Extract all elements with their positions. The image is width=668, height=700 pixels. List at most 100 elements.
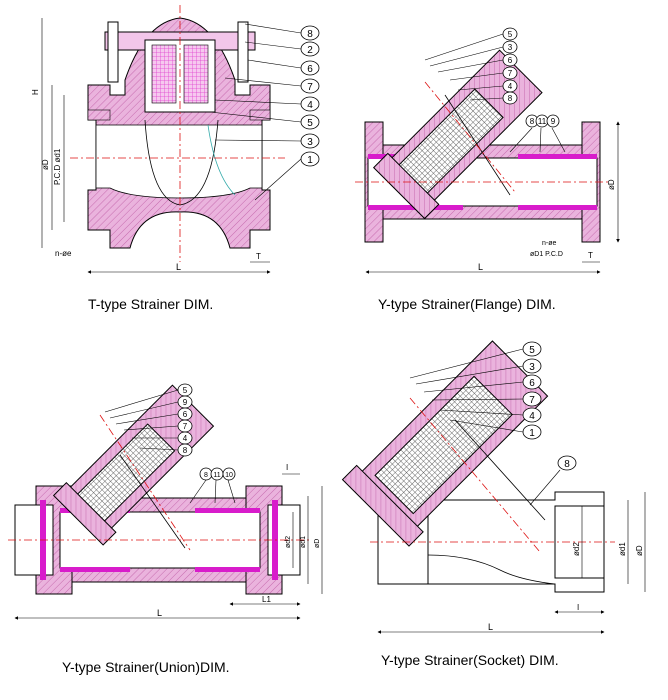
caption-y-socket: Y-type Strainer(Socket) DIM.: [381, 652, 559, 668]
t-type-dim-pcd: P.C.D ød1: [53, 148, 62, 185]
callout-balloon: 5: [177, 383, 193, 397]
svg-text:6: 6: [183, 410, 188, 419]
svg-text:6: 6: [307, 64, 313, 75]
svg-text:9: 9: [551, 117, 556, 126]
y-flange-drawing: øD n-øe øD1 P.C.D L T: [355, 33, 620, 274]
callout-balloon: 8: [502, 91, 518, 105]
svg-text:1: 1: [529, 428, 535, 439]
y-socket-dim-l: L: [488, 622, 493, 632]
callout-balloon: 7: [502, 66, 518, 80]
svg-text:6: 6: [508, 56, 513, 65]
callout-balloon: 9: [177, 395, 193, 409]
svg-text:7: 7: [508, 69, 513, 78]
t-type-dim-bolt: n-øe: [55, 249, 72, 258]
callout-balloon: 4: [522, 407, 542, 423]
svg-text:8: 8: [307, 29, 313, 40]
callout-balloon: 6: [502, 53, 518, 67]
y-union-dim-i: I: [286, 463, 288, 472]
svg-text:4: 4: [183, 434, 188, 443]
svg-text:7: 7: [183, 422, 188, 431]
callout-balloon: 9: [546, 114, 560, 128]
callout-balloon: 2: [300, 41, 320, 57]
callout-balloon: 7: [300, 78, 320, 94]
t-type-bolt-right: [237, 21, 249, 83]
callout-balloon: 11: [535, 114, 549, 128]
svg-text:8: 8: [204, 472, 208, 479]
svg-text:4: 4: [508, 82, 513, 91]
t-type-drawing: H øD P.C.D ød1 n-øe L T: [31, 5, 302, 274]
svg-text:7: 7: [307, 82, 313, 93]
y-socket-balloons: 5 3 6 7 4 1 8: [522, 341, 577, 471]
svg-text:8: 8: [530, 117, 535, 126]
y-union-dim-d: øD: [314, 539, 321, 548]
y-union-dim-d1: ød1: [300, 536, 307, 548]
y-union-dim-d2: ød2: [285, 536, 292, 548]
y-union-drawing: ød2 ød1 øD I L L1: [8, 384, 323, 620]
svg-text:11: 11: [213, 472, 220, 479]
svg-text:6: 6: [529, 378, 535, 389]
callout-balloon: 3: [502, 40, 518, 54]
y-flange-dim-t: T: [588, 251, 593, 260]
callout-balloon: 6: [300, 60, 320, 76]
callout-balloon: 6: [177, 407, 193, 421]
y-socket-dim-d1: ød1: [618, 542, 627, 556]
svg-text:1: 1: [307, 155, 313, 166]
callout-balloon: 7: [177, 419, 193, 433]
callout-balloon: 5: [300, 114, 320, 130]
callout-balloon: 7: [522, 391, 542, 407]
t-type-dim-h: H: [31, 89, 40, 95]
svg-text:11: 11: [538, 117, 547, 126]
callout-balloon: 4: [177, 431, 193, 445]
y-socket-dim-d: øD: [635, 545, 644, 556]
t-type-bolt-left: [107, 21, 119, 83]
y-union-balloons: 5 9 6 7 4 8 8 11 10: [177, 383, 236, 481]
svg-text:9: 9: [183, 398, 188, 407]
svg-text:3: 3: [529, 362, 535, 373]
svg-text:8: 8: [508, 94, 513, 103]
callout-balloon: 5: [522, 341, 542, 357]
svg-text:10: 10: [225, 472, 233, 479]
callout-balloon: 5: [502, 27, 518, 41]
callout-balloon: 8: [557, 455, 577, 471]
svg-text:5: 5: [508, 30, 513, 39]
y-socket-dim-d2: ød2: [572, 542, 581, 556]
y-union-dim-l: L: [157, 608, 162, 618]
callout-balloon: 8: [177, 443, 193, 457]
y-flange-dim-bolt: n-øe: [542, 240, 557, 247]
y-socket-drawing: ød2 ød1 øD I L: [341, 340, 646, 634]
svg-text:5: 5: [307, 118, 313, 129]
svg-text:5: 5: [183, 386, 188, 395]
callout-balloon: 4: [502, 79, 518, 93]
y-union-dim-l1: L1: [262, 595, 271, 604]
callout-balloon: 3: [300, 133, 320, 149]
svg-text:3: 3: [508, 43, 513, 52]
caption-y-union: Y-type Strainer(Union)DIM.: [62, 659, 230, 675]
y-flange-dim-l: L: [478, 262, 483, 272]
svg-text:4: 4: [529, 411, 535, 422]
y-socket-dim-i: I: [577, 603, 579, 612]
t-type-balloons: 8 2 6 7 4 5 3 1: [300, 25, 320, 167]
svg-text:8: 8: [183, 446, 188, 455]
svg-text:7: 7: [529, 395, 535, 406]
t-type-dim-t: T: [256, 252, 261, 261]
y-flange-dim-pcd: øD1 P.C.D: [530, 251, 563, 258]
t-type-dim-d: øD: [41, 159, 50, 170]
caption-y-flange: Y-type Strainer(Flange) DIM.: [378, 296, 556, 312]
y-flange-balloons: 5 3 6 7 4 8 8 11 9: [502, 27, 560, 128]
y-flange-dim-d: øD: [607, 179, 616, 190]
svg-text:5: 5: [529, 345, 535, 356]
callout-balloon: 6: [522, 374, 542, 390]
callout-balloon: 4: [300, 96, 320, 112]
callout-balloon: 8: [300, 25, 320, 41]
callout-balloon: 11: [210, 467, 224, 481]
callout-balloon: 1: [300, 151, 320, 167]
callout-balloon: 3: [522, 358, 542, 374]
callout-balloon: 1: [522, 424, 542, 440]
svg-text:3: 3: [307, 137, 313, 148]
svg-text:8: 8: [564, 459, 570, 470]
caption-t-type: T-type Strainer DIM.: [88, 296, 214, 312]
svg-text:4: 4: [307, 100, 313, 111]
callout-balloon: 8: [199, 467, 213, 481]
callout-balloon: 10: [222, 467, 236, 481]
